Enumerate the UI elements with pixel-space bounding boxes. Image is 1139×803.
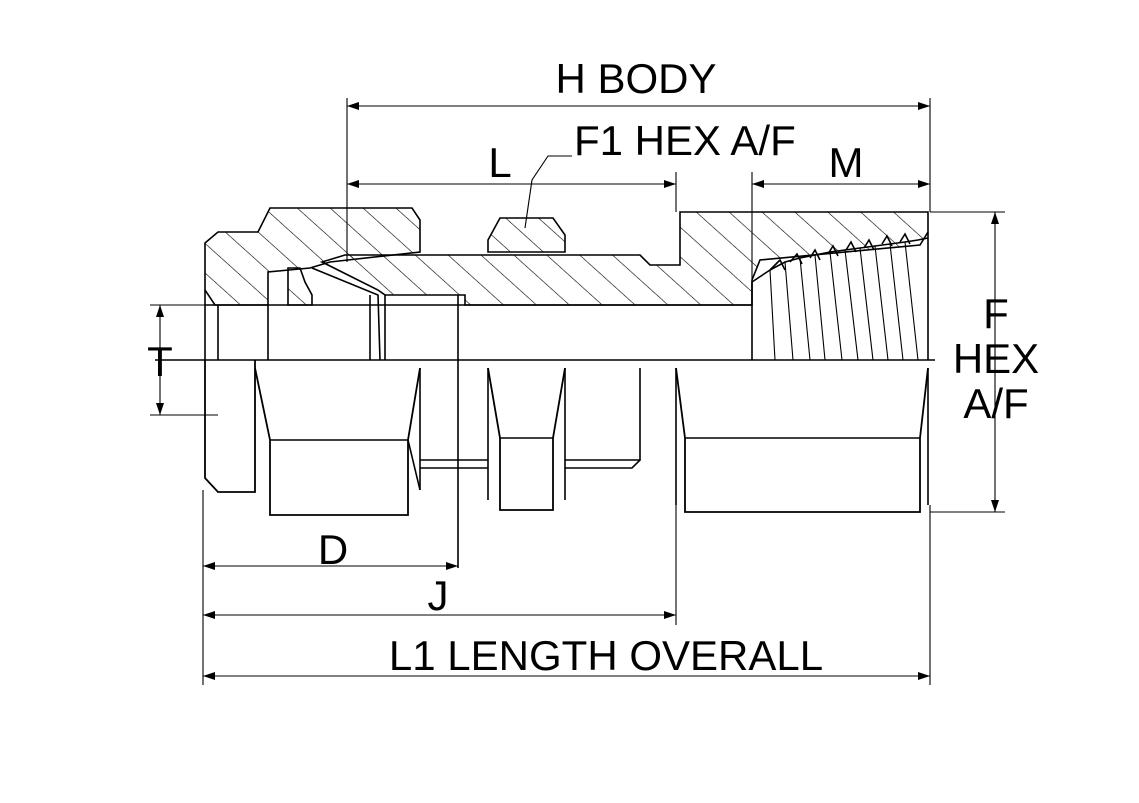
label-f-hex-1: F	[983, 290, 1009, 337]
ferrule-taper	[311, 267, 381, 361]
body-tube-section	[319, 211, 929, 306]
body-hex-outside	[675, 367, 929, 513]
nut-outside	[204, 360, 256, 493]
label-f-hex-3: A/F	[963, 380, 1028, 427]
outside-view	[204, 360, 929, 568]
label-l: L	[488, 139, 511, 186]
label-d: D	[318, 526, 348, 573]
labels: H BODY F1 HEX A/F L M F HEX A/F T D J L1…	[147, 55, 1039, 679]
label-t: T	[147, 338, 173, 385]
thread-region	[751, 232, 929, 361]
label-f1-hex: F1 HEX A/F	[574, 117, 796, 164]
dimensions	[150, 98, 1005, 685]
f1-hex-nut-outside	[487, 367, 566, 511]
section-view	[155, 207, 935, 361]
label-l1: L1 LENGTH OVERALL	[389, 632, 823, 679]
ferrule	[287, 267, 313, 306]
label-j: J	[428, 572, 449, 619]
label-f-hex-2: HEX	[953, 335, 1039, 382]
label-h-body: H BODY	[555, 55, 716, 102]
f1-hex-nut-section	[487, 217, 566, 253]
f1-leader	[524, 155, 572, 229]
label-m: M	[829, 139, 864, 186]
